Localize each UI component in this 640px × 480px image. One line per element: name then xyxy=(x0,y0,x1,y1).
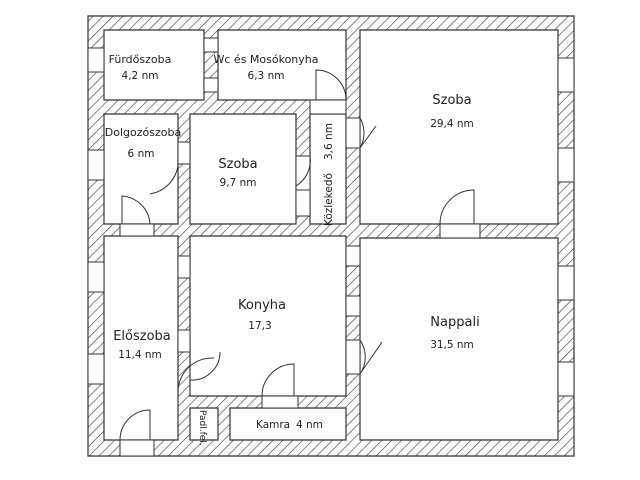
room-name-padlas: Padl.fel. xyxy=(197,410,207,446)
walls xyxy=(87,15,575,457)
window xyxy=(87,47,105,73)
window xyxy=(557,265,575,301)
room-name-szoba-small: Szoba xyxy=(218,157,257,172)
room-area-kamra: 4 nm xyxy=(296,419,323,431)
window xyxy=(345,245,361,267)
room-name-konyha: Konyha xyxy=(238,298,286,313)
room-area-szoba-small: 9,7 nm xyxy=(220,177,257,189)
window xyxy=(203,77,219,93)
room-area-eloszoba: 11,4 nm xyxy=(118,349,162,361)
room-name-szoba-large: Szoba xyxy=(432,93,471,108)
window xyxy=(87,149,105,181)
window xyxy=(345,295,361,317)
windows xyxy=(87,37,575,397)
room-area-wc: 6,3 nm xyxy=(248,70,285,82)
room-area-kozlekedo: 3,6 nm xyxy=(323,123,335,160)
room-name-kozlekedo: Közlekedő xyxy=(323,173,335,226)
room-area-nappali: 31,5 nm xyxy=(430,339,474,351)
room-area-dolgozoszoba: 6 nm xyxy=(128,148,155,160)
window xyxy=(203,37,219,53)
room-area-furdoszoba: 4,2 nm xyxy=(122,70,159,82)
window xyxy=(177,141,191,165)
room-area-szoba-large: 29,4 nm xyxy=(430,118,474,130)
window xyxy=(557,361,575,397)
window xyxy=(177,255,191,279)
room-name-eloszoba: Előszoba xyxy=(113,329,171,344)
window xyxy=(87,261,105,293)
window xyxy=(87,353,105,385)
room-name-dolgozoszoba: Dolgozószoba xyxy=(105,126,181,139)
window xyxy=(557,57,575,93)
room-name-wc: Wc és Mosókonyha xyxy=(214,53,319,66)
room-name-furdoszoba: Fürdőszoba xyxy=(109,53,172,66)
window xyxy=(557,147,575,183)
window xyxy=(295,187,311,217)
room-name-nappali: Nappali xyxy=(430,315,479,330)
window xyxy=(177,329,191,353)
doors xyxy=(119,69,481,457)
room-area-konyha: 17,3 xyxy=(248,320,271,332)
room-name-kamra: Kamra xyxy=(256,419,290,431)
